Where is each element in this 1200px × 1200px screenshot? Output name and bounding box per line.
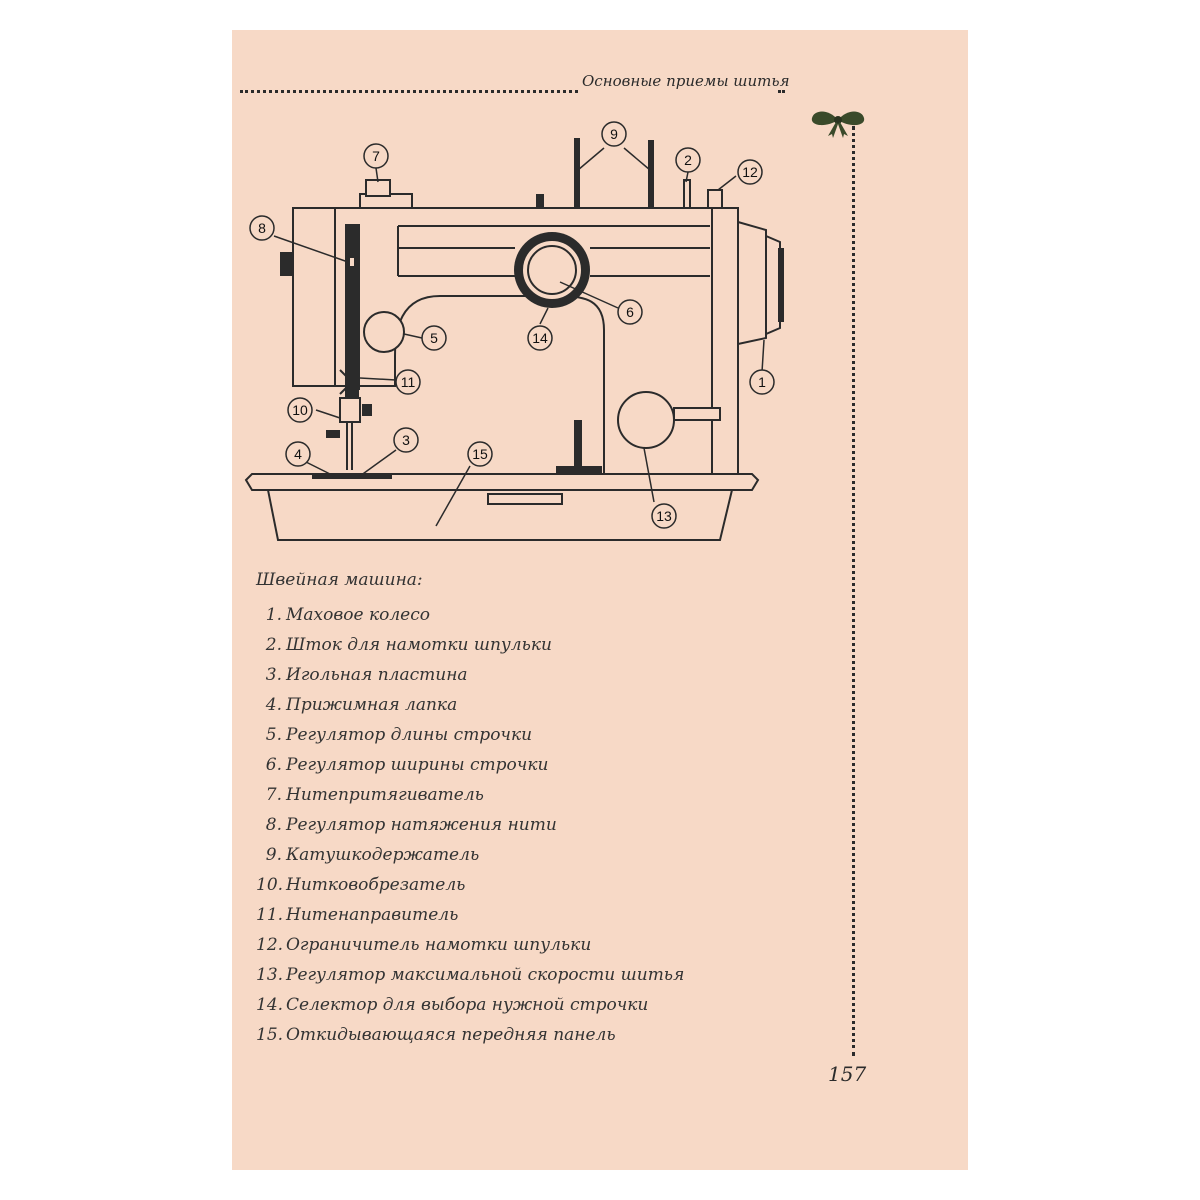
item-text: Прижимная лапка bbox=[286, 695, 458, 715]
bow-ornament-icon bbox=[811, 111, 865, 138]
callout-1 bbox=[749, 369, 775, 395]
item-number: 9. bbox=[265, 845, 282, 865]
item-text: Регулятор натяжения нити bbox=[286, 815, 557, 835]
spool-pin-left bbox=[574, 138, 580, 208]
list-item: 14.Селектор для выбора нужной строчки bbox=[256, 990, 684, 1020]
list-item: 12.Ограничитель намотки шпульки bbox=[256, 930, 684, 960]
callout-label-6: 6 bbox=[626, 304, 634, 320]
front-panel bbox=[266, 489, 734, 541]
callout-label-8: 8 bbox=[258, 220, 266, 236]
item-number: 12. bbox=[256, 935, 284, 955]
callout-label-4: 4 bbox=[294, 446, 302, 462]
item-number: 7. bbox=[265, 785, 282, 805]
legend-title: Швейная машина: bbox=[256, 570, 423, 590]
item-number: 11. bbox=[256, 905, 284, 925]
list-item: 5.Регулятор длины строчки bbox=[256, 720, 684, 750]
header-dotted-rule-end bbox=[778, 90, 782, 93]
header-dotted-rule bbox=[240, 90, 578, 93]
item-text: Катушкодержатель bbox=[286, 845, 480, 865]
page-number: 157 bbox=[828, 1062, 867, 1086]
callout-13 bbox=[651, 503, 677, 529]
callout-5 bbox=[421, 325, 447, 351]
item-text: Шток для намотки шпульки bbox=[286, 635, 552, 655]
item-text: Регулятор максимальной скорости шитья bbox=[286, 965, 685, 985]
callout-label-9: 9 bbox=[610, 126, 618, 142]
item-number: 4. bbox=[265, 695, 282, 715]
item-text: Игольная пластина bbox=[286, 665, 468, 685]
item-text: Селектор для выбора нужной строчки bbox=[286, 995, 649, 1015]
callout-10 bbox=[287, 397, 313, 423]
callout-label-14: 14 bbox=[532, 330, 548, 346]
callout-label-7: 7 bbox=[372, 148, 380, 164]
spool-pin-right bbox=[648, 140, 654, 208]
item-number: 2. bbox=[265, 635, 282, 655]
list-item: 10.Нитковобрезатель bbox=[256, 870, 684, 900]
item-number: 8. bbox=[265, 815, 282, 835]
callout-9 bbox=[601, 121, 627, 147]
callout-12 bbox=[737, 159, 763, 185]
list-item: 1.Маховое колесо bbox=[256, 600, 684, 630]
item-text: Регулятор длины строчки bbox=[286, 725, 533, 745]
callout-label-11: 11 bbox=[401, 374, 416, 390]
list-item: 13.Регулятор максимальной скорости шитья bbox=[256, 960, 684, 990]
callout-7 bbox=[363, 143, 389, 169]
item-number: 15. bbox=[256, 1025, 284, 1045]
callout-14 bbox=[527, 325, 553, 351]
list-item: 7.Нитепритягиватель bbox=[256, 780, 684, 810]
item-text: Регулятор ширины строчки bbox=[286, 755, 549, 775]
list-item: 11.Нитенаправитель bbox=[256, 900, 684, 930]
item-number: 5. bbox=[265, 725, 282, 745]
item-number: 3. bbox=[265, 665, 282, 685]
item-number: 10. bbox=[256, 875, 284, 895]
callout-label-13: 13 bbox=[656, 508, 672, 524]
item-number: 13. bbox=[256, 965, 284, 985]
callout-11 bbox=[395, 369, 421, 395]
stitch-length-dial bbox=[363, 311, 405, 353]
callout-3 bbox=[393, 427, 419, 453]
item-number: 6. bbox=[265, 755, 282, 775]
item-text: Нитепритягиватель bbox=[286, 785, 484, 805]
list-item: 4.Прижимная лапка bbox=[256, 690, 684, 720]
callout-label-2: 2 bbox=[684, 152, 692, 168]
callout-4 bbox=[285, 441, 311, 467]
needle-plate bbox=[312, 474, 392, 479]
needle-bar bbox=[345, 224, 359, 398]
handwheel bbox=[737, 220, 767, 346]
callout-label-1: 1 bbox=[758, 374, 766, 390]
callout-label-15: 15 bbox=[472, 446, 488, 462]
item-number: 14. bbox=[256, 995, 284, 1015]
list-item: 8.Регулятор натяжения нити bbox=[256, 810, 684, 840]
item-text: Маховое колесо bbox=[286, 605, 430, 625]
speed-regulator bbox=[617, 391, 675, 449]
callouts bbox=[249, 121, 775, 529]
margin-dotted-rule bbox=[852, 126, 855, 1056]
list-item: 3.Игольная пластина bbox=[256, 660, 684, 690]
callout-label-12: 12 bbox=[742, 164, 758, 180]
callout-8 bbox=[249, 215, 275, 241]
item-text: Нитковобрезатель bbox=[286, 875, 466, 895]
list-item: 9.Катушкодержатель bbox=[256, 840, 684, 870]
item-text: Нитенаправитель bbox=[286, 905, 459, 925]
callout-label-5: 5 bbox=[430, 330, 438, 346]
list-item: 15.Откидывающаяся передняя панель bbox=[256, 1020, 684, 1050]
callout-2 bbox=[675, 147, 701, 173]
legend-list: 1.Маховое колесо 2.Шток для намотки шпул… bbox=[256, 600, 684, 1050]
list-item: 6.Регулятор ширины строчки bbox=[256, 750, 684, 780]
item-text: Откидывающаяся передняя панель bbox=[286, 1025, 616, 1045]
machine-head bbox=[292, 207, 336, 387]
list-item: 2.Шток для намотки шпульки bbox=[256, 630, 684, 660]
callout-15 bbox=[467, 441, 493, 467]
running-title: Основные приемы шитья bbox=[582, 72, 790, 90]
callout-6 bbox=[617, 299, 643, 325]
item-number: 1. bbox=[265, 605, 282, 625]
callout-label-3: 3 bbox=[402, 432, 410, 448]
item-text: Ограничитель намотки шпульки bbox=[286, 935, 592, 955]
callout-label-10: 10 bbox=[292, 402, 308, 418]
